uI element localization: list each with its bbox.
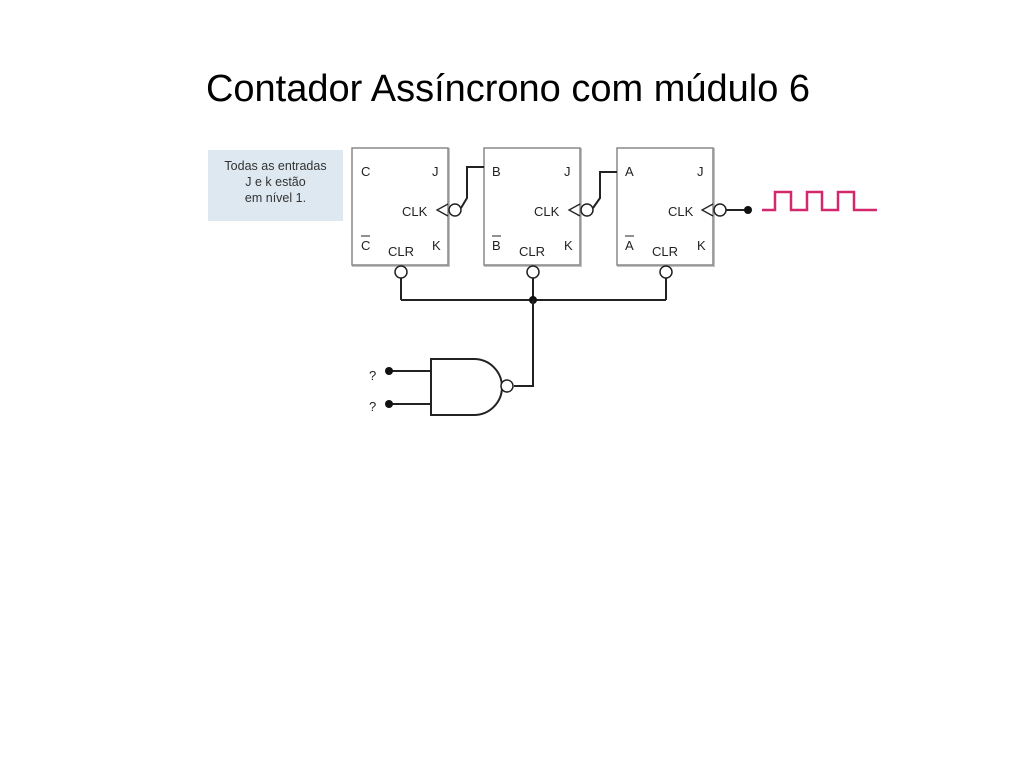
flip-flop-a-clk-bubble — [713, 203, 727, 217]
flip-flop-b-clr-label: CLR — [519, 244, 545, 259]
flip-flop-b-clk-triangle — [567, 203, 581, 217]
flip-flop-c-j-label: J — [432, 164, 439, 179]
slide-title: Contador Assíncrono com múdulo 6 — [205, 68, 811, 110]
flip-flop-a-body — [616, 147, 714, 266]
note-line-2: J e k estão — [245, 175, 306, 189]
flip-flop-b-clk-bubble — [580, 203, 594, 217]
flip-flop-c-body — [351, 147, 449, 266]
flip-flop-a-clk-label: CLK — [668, 204, 694, 219]
wire-b-to-c-clock — [460, 166, 484, 209]
flip-flop-a-clr-bubble — [659, 265, 673, 279]
note-line-3: em nível 1. — [244, 191, 307, 205]
note-line-1: Todas as entradas — [224, 159, 327, 173]
flip-flop-b-q-label: B — [492, 164, 501, 179]
flip-flop-c-clk-triangle — [435, 203, 449, 217]
flip-flop-a-q-label: A — [625, 164, 634, 179]
nand-input-1-terminal — [385, 367, 393, 375]
flip-flop-a-clr-label: CLR — [652, 244, 678, 259]
flip-flop-b-qbar-label: B — [492, 238, 501, 253]
flip-flop-b-clr-bubble — [526, 265, 540, 279]
nand-input-1-label: ? — [369, 368, 376, 383]
flip-flop-a-j-label: J — [697, 164, 704, 179]
nand-input-2-terminal — [385, 400, 393, 408]
flip-flop-c: C J CLK C CLR K — [351, 147, 462, 279]
flip-flop-c-k-label: K — [432, 238, 441, 253]
flip-flop-b-body — [483, 147, 581, 266]
wire-nand-output — [514, 300, 534, 387]
wire-a-to-b-clock — [592, 171, 617, 209]
flip-flop-b-clk-label: CLK — [534, 204, 560, 219]
clock-input-terminal — [744, 206, 752, 214]
flip-flop-c-qbar-label: C — [361, 238, 370, 253]
flip-flop-c-q-label: C — [361, 164, 370, 179]
flip-flop-b: B J CLK B CLR K — [483, 147, 594, 279]
flip-flop-a-k-label: K — [697, 238, 706, 253]
flip-flop-c-clk-label: CLK — [402, 204, 428, 219]
flip-flop-c-clk-bubble — [448, 203, 462, 217]
inputs-note: Todas as entradas J e k estão em nível 1… — [208, 150, 343, 221]
flip-flop-b-j-label: J — [564, 164, 571, 179]
flip-flop-c-clr-bubble — [394, 265, 408, 279]
flip-flop-b-k-label: K — [564, 238, 573, 253]
clock-signal-waveform — [762, 190, 877, 212]
flip-flop-a-clk-triangle — [700, 203, 714, 217]
nand-input-2-label: ? — [369, 399, 376, 414]
flip-flop-a-qbar-label: A — [625, 238, 634, 253]
flip-flop-a: A J CLK A CLR K — [616, 147, 727, 279]
nand-gate-body — [430, 358, 503, 416]
nand-gate-output-bubble — [500, 379, 514, 393]
flip-flop-c-clr-label: CLR — [388, 244, 414, 259]
